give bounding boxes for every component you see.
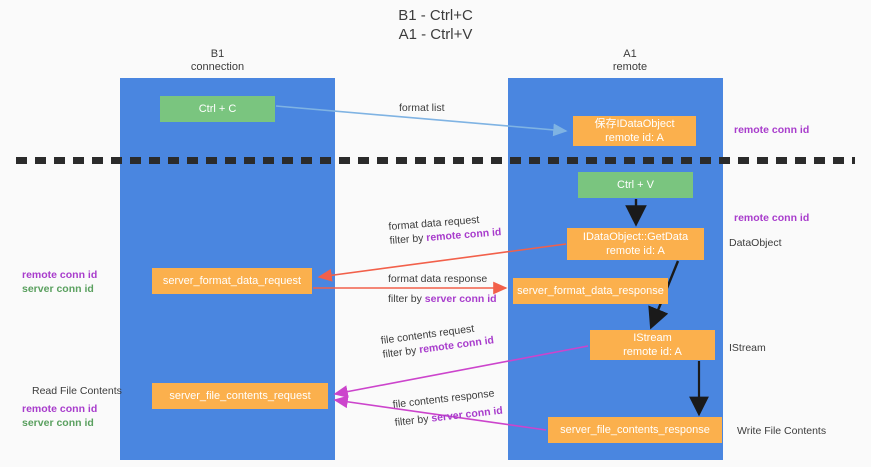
annotation-istream: IStream bbox=[729, 342, 766, 354]
edge-label-format-data-response: format data response filter by server co… bbox=[388, 272, 497, 306]
edge-label-format-data-response-line2: filter by server conn id bbox=[388, 292, 497, 306]
node-server-file-contents-request[interactable]: server_file_contents_request bbox=[152, 383, 328, 409]
annotation-remote-conn-id-b: remote conn id bbox=[22, 403, 98, 415]
filter-key-server-conn-id: server conn id bbox=[424, 293, 497, 305]
filter-by-prefix: filter by bbox=[389, 232, 427, 247]
annotation-remote-conn-id-mid: remote conn id bbox=[734, 212, 810, 224]
annotation-remote-conn-id-a: remote conn id bbox=[22, 269, 98, 281]
edge-file-contents-request bbox=[333, 345, 589, 398]
annotation-dataobject: DataObject bbox=[729, 237, 782, 249]
phase-divider bbox=[16, 157, 855, 164]
annotation-server-conn-id-b: server conn id bbox=[22, 417, 94, 429]
annotation-read-file-contents: Read File Contents bbox=[32, 385, 122, 397]
format-data-response-text: format data response bbox=[388, 273, 488, 285]
edge-label-format-list-text: format list bbox=[399, 102, 445, 114]
node-idataobject-getdata[interactable]: IDataObject::GetData remote id: A bbox=[567, 228, 704, 260]
annotation-server-conn-id-a: server conn id bbox=[22, 283, 94, 295]
annotation-left-conn-ids-bottom: remote conn id server conn id bbox=[22, 402, 97, 430]
node-ctrl-c[interactable]: Ctrl + C bbox=[160, 96, 275, 122]
edge-format-data-request bbox=[317, 243, 567, 282]
edge-file-contents-response bbox=[333, 395, 547, 431]
edge-label-format-list: format list bbox=[399, 101, 445, 115]
node-istream[interactable]: IStream remote id: A bbox=[590, 330, 715, 360]
annotation-remote-conn-id-top: remote conn id bbox=[734, 124, 810, 136]
node-idataobject[interactable]: 保存IDataObject remote id: A bbox=[573, 116, 696, 146]
edge-format-list bbox=[275, 105, 568, 137]
node-server-format-data-request[interactable]: server_format_data_request bbox=[152, 268, 312, 294]
page-title: B1 - Ctrl+C A1 - Ctrl+V bbox=[398, 7, 473, 43]
column-header-a1: A1 remote bbox=[612, 48, 648, 73]
node-server-file-contents-response[interactable]: server_file_contents_response bbox=[548, 417, 722, 443]
edge-label-format-data-response-line1: format data response bbox=[388, 272, 497, 286]
node-ctrl-v[interactable]: Ctrl + V bbox=[578, 172, 693, 198]
column-header-b1: B1 connection bbox=[190, 48, 245, 73]
annotation-left-conn-ids-top: remote conn id server conn id bbox=[22, 268, 97, 296]
annotation-write-file-contents: Write File Contents bbox=[737, 425, 827, 437]
filter-by-prefix: filter by bbox=[388, 293, 425, 305]
node-server-format-data-response[interactable]: server_format_data_response bbox=[513, 278, 668, 304]
